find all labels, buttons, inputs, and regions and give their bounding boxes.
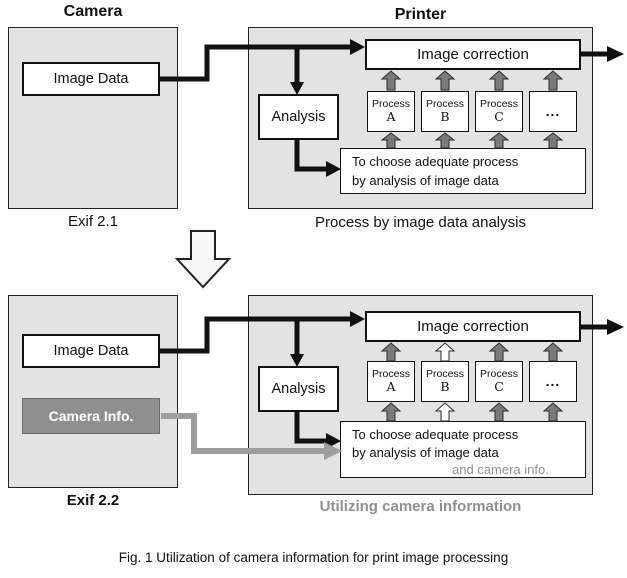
process-a-word-bottom: Process [372, 368, 410, 381]
image-correction-box-bottom: Image correction [365, 311, 581, 342]
process-a-letter-top: A [386, 109, 396, 125]
analysis-box-top: Analysis [258, 94, 339, 140]
image-data-box-bottom: Image Data [22, 334, 160, 368]
ellipsis-label-top: ... [545, 103, 561, 120]
choose-box-bottom: To choose adequate process by analysis o… [340, 421, 586, 478]
process-b-box-top: Process B [421, 91, 469, 132]
printer-caption-bottom: Utilizing camera information [319, 498, 522, 515]
camera-panel-top [8, 27, 178, 209]
process-a-box-bottom: Process A [367, 361, 415, 402]
process-c-word-top: Process [480, 98, 518, 111]
process-a-letter-bottom: A [386, 379, 396, 395]
process-ellipsis-box-top: ... [529, 91, 577, 132]
process-b-word-top: Process [426, 98, 464, 111]
figure-caption: Fig. 1 Utilization of camera information… [118, 550, 509, 565]
choose-line1-bottom: To choose adequate process [352, 427, 519, 442]
image-correction-box-top: Image correction [365, 39, 581, 70]
choose-line3-bottom: and camera info. [452, 462, 549, 478]
process-ellipsis-box-bottom: ... [529, 361, 577, 402]
choose-line2-bottom: by analysis of image data [352, 444, 499, 460]
process-b-letter-bottom: B [440, 379, 450, 395]
choose-line2-top: by analysis of image data [352, 172, 499, 188]
process-c-box-bottom: Process C [475, 361, 523, 402]
process-b-word-bottom: Process [426, 368, 464, 381]
process-c-word-bottom: Process [480, 368, 518, 381]
choose-line1-top: To choose adequate process [352, 154, 519, 169]
process-a-word-top: Process [372, 98, 410, 111]
camera-title: Camera [63, 3, 123, 20]
exif-2-1-label: Exif 2.1 [67, 213, 119, 230]
image-data-box-top: Image Data [22, 62, 160, 96]
process-c-letter-bottom: C [494, 379, 504, 395]
camera-panel-bottom [8, 295, 178, 488]
process-a-box-top: Process A [367, 91, 415, 132]
process-c-box-top: Process C [475, 91, 523, 132]
arrowhead-output-bottom [607, 319, 624, 335]
camera-info-box: Camera Info. [22, 398, 160, 434]
process-c-letter-top: C [494, 109, 504, 125]
transition-down-arrow [174, 230, 232, 289]
arrowhead-output-top [607, 46, 624, 62]
process-b-box-bottom: Process B [421, 361, 469, 402]
ellipsis-label-bottom: ... [545, 373, 561, 390]
analysis-box-bottom: Analysis [258, 366, 339, 412]
exif-2-2-label: Exif 2.2 [66, 492, 120, 509]
choose-box-top: To choose adequate process by analysis o… [340, 148, 586, 194]
process-b-letter-top: B [440, 109, 450, 125]
printer-title: Printer [394, 6, 447, 23]
printer-caption-top: Process by image data analysis [315, 214, 526, 231]
